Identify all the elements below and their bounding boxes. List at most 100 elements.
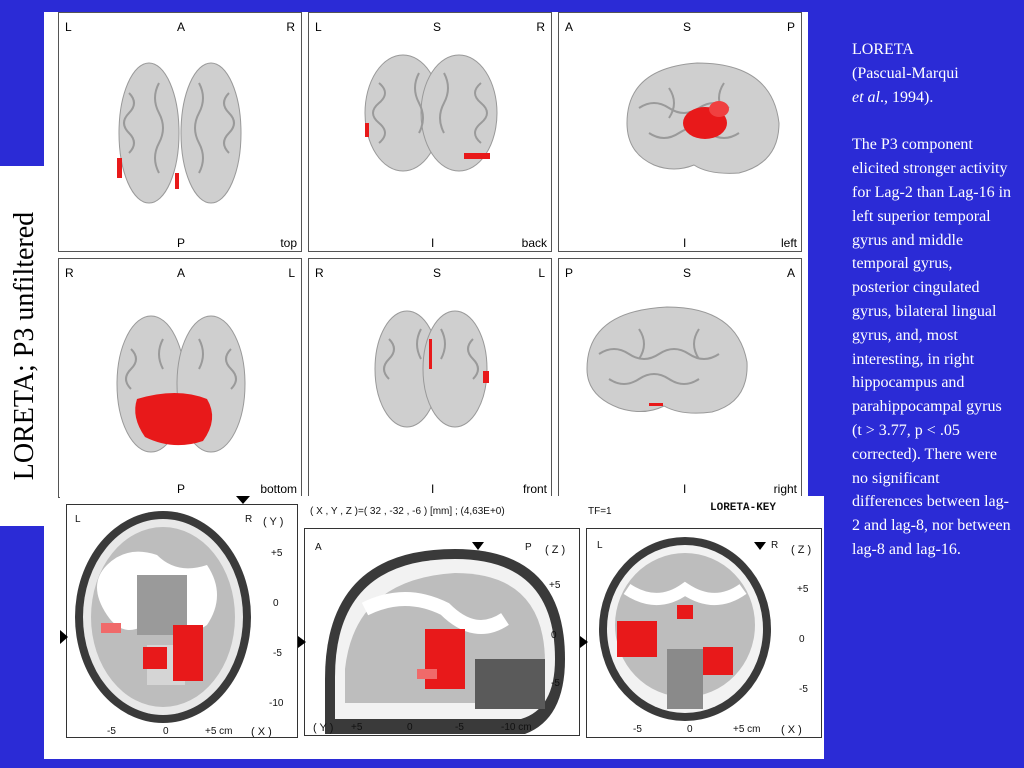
marker-top-arrow (754, 542, 766, 550)
coronal-x-tick: +5 cm (733, 724, 761, 735)
label-tc: S (683, 20, 692, 34)
axial-axis-y: ( Y ) (263, 516, 284, 528)
axial-y-tick: +5 (271, 548, 283, 559)
label-tr: L (288, 266, 295, 280)
label-tl: P (565, 266, 574, 280)
label-tc: S (683, 266, 692, 280)
axial-x-tick: 0 (163, 726, 169, 737)
sagittal-axis-z: ( Z ) (545, 544, 566, 556)
axial-axis-x: ( X ) (251, 726, 272, 738)
mri-slices: ( X , Y , Z )=( 32 , -32 , -6 ) [mm] ; (… (60, 496, 824, 759)
side-title-box: LORETA; P3 unfiltered (0, 166, 50, 526)
coronal-axis-z: ( Z ) (791, 544, 812, 556)
label-bc: P (177, 236, 186, 250)
label-tc: S (433, 20, 442, 34)
sagittal-z-tick: -5 (551, 678, 560, 689)
coronal-z-tick: +5 (797, 584, 809, 595)
view-front: R S L I front (308, 258, 552, 498)
label-tl: L (315, 20, 322, 34)
label-br: bottom (260, 482, 297, 496)
label-tl: L (65, 20, 72, 34)
crosshair-markers (60, 496, 766, 648)
axial-slice[interactable]: L R ( Y ) +5 0 -5 -10 -5 0 +5 cm ( X ) (66, 504, 298, 738)
label-tl: R (65, 266, 74, 280)
brain-left-image (626, 62, 780, 174)
axial-mri-image (75, 511, 251, 723)
label-br: left (780, 236, 797, 250)
view-right: P S A I right (558, 258, 802, 498)
sagittal-corner-p: P (525, 542, 532, 553)
sagittal-y-tick: 0 (407, 722, 413, 733)
label-tr: A (786, 266, 795, 280)
citation-author: (Pascual-Marqui (852, 64, 959, 82)
coords-readout: ( X , Y , Z )=( 32 , -32 , -6 ) [mm] ; (… (310, 506, 505, 517)
coronal-z-tick: 0 (799, 634, 805, 645)
label-tr: P (786, 20, 795, 34)
sagittal-corner-a: A (315, 542, 322, 553)
axial-x-tick: +5 cm (205, 726, 233, 737)
loreta-key: LORETA-KEY (710, 502, 777, 514)
axial-y-tick: -5 (273, 648, 282, 659)
marker-left-arrow (60, 630, 68, 644)
label-bc: I (431, 482, 435, 496)
sagittal-z-tick: +5 (549, 580, 561, 591)
sagittal-slice[interactable]: A P ( Z ) +5 0 -5 ( Y ) +5 0 -5 -10 cm (304, 528, 580, 736)
citation-name: LORETA (852, 41, 914, 58)
label-br: back (521, 236, 547, 250)
brain-right-image (586, 306, 748, 414)
label-tr: R (286, 20, 295, 34)
label-tc: A (177, 20, 186, 34)
coronal-x-tick: 0 (687, 724, 693, 735)
coronal-mri-image (599, 537, 771, 721)
label-tc: S (433, 266, 442, 280)
label-tr: R (536, 20, 545, 34)
brain-top-image (117, 62, 242, 204)
marker-top-arrow (236, 496, 250, 504)
sagittal-y-tick: -10 cm (501, 722, 532, 733)
label-tc: A (177, 266, 186, 280)
coronal-slice[interactable]: L R ( Z ) +5 0 -5 -5 0 +5 cm ( X ) (586, 528, 822, 738)
sagittal-z-tick: 0 (551, 630, 557, 641)
label-bc: I (431, 236, 435, 250)
coronal-corner-l: L (597, 540, 603, 551)
label-tl: A (565, 20, 574, 34)
sagittal-axis-y: ( Y ) (313, 722, 334, 734)
view-top: L A R P top (58, 12, 302, 252)
loreta-figure: L A R P top L S R I back (44, 12, 824, 759)
brain-back-image (364, 54, 498, 172)
brain-front-image (374, 310, 489, 428)
label-bc: P (177, 482, 186, 496)
axial-x-tick: -5 (107, 726, 116, 737)
brain-bottom-image (116, 315, 246, 453)
label-br: right (773, 482, 797, 496)
tf-readout: TF=1 (588, 506, 612, 517)
marker-left-arrow (298, 636, 306, 648)
citation-etal: et al (852, 88, 880, 106)
label-br: top (280, 236, 297, 250)
view-left: A S P I left (558, 12, 802, 252)
sagittal-mri-image (325, 549, 565, 734)
view-bottom: R A L P bottom (58, 258, 302, 498)
label-bc: I (683, 236, 687, 250)
axial-corner-r: R (245, 514, 253, 525)
sagittal-y-tick: +5 (351, 722, 363, 733)
description-body: The P3 component elicited stronger activ… (852, 136, 1012, 558)
view-back: L S R I back (308, 12, 552, 252)
description: LORETA (Pascual-Marqui et al., 1994). Th… (852, 38, 1012, 562)
coronal-axis-x: ( X ) (781, 724, 802, 736)
label-tr: L (538, 266, 545, 280)
sagittal-y-tick: -5 (455, 722, 464, 733)
coronal-x-tick: -5 (633, 724, 642, 735)
marker-top-arrow (472, 542, 484, 550)
axial-y-tick: 0 (273, 598, 279, 609)
coronal-corner-r: R (771, 540, 779, 551)
marker-left-arrow (580, 636, 588, 648)
side-title: LORETA; P3 unfiltered (9, 211, 40, 481)
label-tl: R (315, 266, 324, 280)
axial-corner-l: L (75, 514, 81, 525)
coronal-z-tick: -5 (799, 684, 808, 695)
label-bc: I (683, 482, 687, 496)
citation-year: ., 1994). (880, 88, 934, 106)
label-br: front (522, 482, 547, 496)
